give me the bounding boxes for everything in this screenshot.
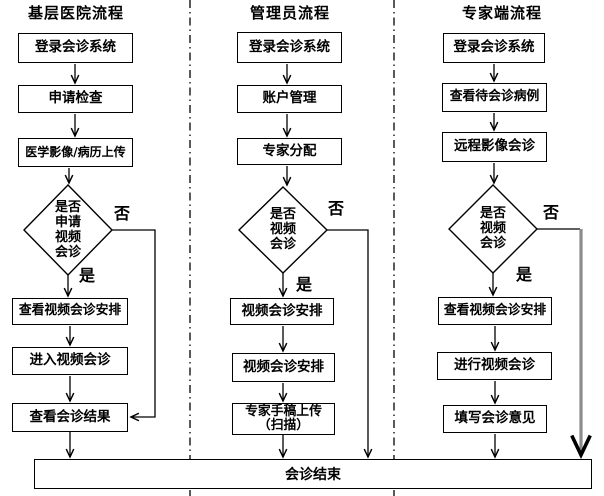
expert-step-view-schedule: 查看视频会诊安排 — [438, 297, 552, 325]
admin-flow-arrows — [283, 64, 368, 457]
admin-no-branch-line — [327, 229, 368, 457]
expert-step-write-opinion: 填写会诊意见 — [443, 405, 547, 433]
hospital-step-view-schedule: 查看视频会诊安排 — [12, 298, 128, 325]
hospital-step-login: 登录会诊系统 — [18, 33, 133, 63]
admin-step-schedule-2: 视频会诊安排 — [232, 353, 335, 382]
hospital-step-view-result: 查看会诊结果 — [12, 403, 128, 432]
hospital-decision-label: 是否 申请 视频 会诊 — [54, 200, 81, 260]
admin-step-schedule-1: 视频会诊安排 — [230, 298, 334, 325]
admin-yes-label: 是 — [296, 275, 313, 294]
hospital-no-label: 否 — [114, 204, 131, 223]
hospital-yes-label: 是 — [79, 266, 96, 285]
admin-step-manuscript: 专家手稿上传 （扫描） — [232, 403, 335, 435]
expert-step-do-video: 进行视频会诊 — [437, 352, 552, 380]
hospital-step-upload: 医学影像/病历上传 — [18, 138, 133, 167]
admin-decision-label: 是否 视频 会诊 — [269, 207, 296, 252]
hospital-flow-arrows — [68, 64, 156, 457]
expert-decision-label: 是否 视频 会诊 — [479, 206, 506, 251]
admin-step-assign-expert: 专家分配 — [237, 138, 342, 165]
expert-step-remote-imaging: 远程影像会诊 — [442, 132, 547, 162]
expert-no-label: 否 — [543, 203, 560, 222]
admin-step-login: 登录会诊系统 — [237, 32, 342, 63]
hospital-no-branch-line — [112, 229, 156, 417]
admin-step-account: 账户管理 — [237, 85, 342, 113]
lane-title-admin: 管理员流程 — [249, 4, 330, 22]
lane-title-expert: 专家端流程 — [461, 4, 542, 22]
expert-step-login: 登录会诊系统 — [443, 33, 545, 63]
hospital-step-apply-check: 申请检查 — [18, 85, 133, 113]
expert-yes-label: 是 — [516, 265, 533, 284]
admin-no-label: 否 — [328, 199, 345, 218]
expert-flow-arrows — [493, 64, 580, 457]
lane-title-hospital: 基层医院流程 — [27, 4, 124, 22]
end-bar: 会诊结束 — [34, 459, 592, 489]
expert-step-view-cases: 查看待会诊病例 — [442, 83, 547, 112]
hospital-step-enter-video: 进入视频会诊 — [12, 347, 128, 375]
